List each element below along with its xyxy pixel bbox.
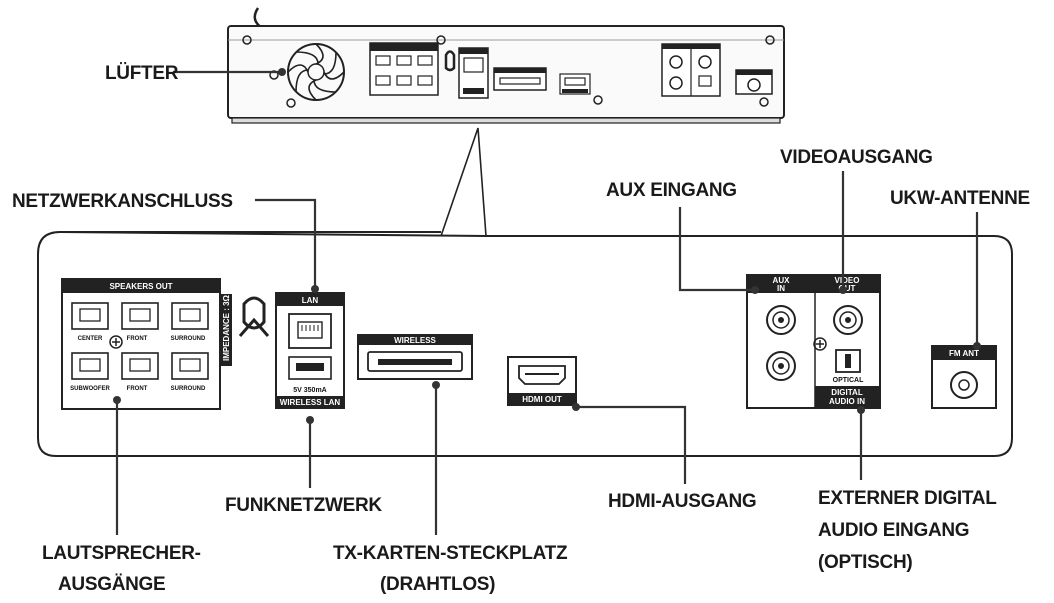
video-out-label-line1: VIDEO: [835, 276, 860, 285]
subwoofer-label: SUBWOOFER: [70, 386, 110, 392]
ethernet-port-icon: [288, 313, 332, 349]
hdmi-mini: [559, 73, 591, 95]
hdmi-out-port: HDMI OUT: [507, 356, 577, 406]
zoom-wedge: [440, 127, 487, 237]
front-left-label: FRONT: [127, 386, 148, 392]
main-unit-rear-view: [227, 7, 785, 124]
power-rating-label: 5V 350mA: [293, 387, 326, 394]
fan-icon: [287, 43, 345, 101]
hdmi-out-label: HDMI OUT: [522, 395, 562, 404]
aux-in-label-line1: AUX: [773, 276, 791, 285]
mounting-screw-icon: [109, 335, 123, 349]
speaker-out-callout-line1: LAUTSPRECHER-: [42, 543, 201, 564]
network-port-callout: NETZWERKANSCHLUSS: [12, 191, 233, 212]
tx-card-callout-line1: TX-KARTEN-STECKPLATZ: [333, 543, 568, 564]
aux-video-optical-block: AUX IN VIDEO OUT OPTICAL DIGITAL A: [746, 274, 881, 409]
wireless-lan-label: WIRELESS LAN: [280, 398, 341, 407]
tx-card-callout-line2: (DRAHTLOS): [380, 574, 495, 595]
fm-ant-mini: [735, 69, 773, 95]
optical-port-icon: [835, 349, 861, 373]
speakers-out-mini: [369, 42, 439, 96]
speaker-out-callout-line2: AUSGÄNGE: [58, 574, 165, 595]
wireless-card-slot: WIRELESS: [357, 334, 473, 380]
hdmi-port-icon: [518, 365, 566, 385]
speakers-out-label: SPEAKERS OUT: [109, 282, 172, 291]
fm-ant-label: FM ANT: [949, 349, 979, 358]
video-out-callout: VIDEOAUSGANG: [780, 147, 933, 168]
surround-right-label: SURROUND: [171, 336, 206, 342]
fm-antenna-callout: UKW-ANTENNE: [890, 188, 1030, 209]
digital-audio-in-label-line2: AUDIO IN: [829, 397, 865, 406]
digital-audio-in-label-line1: DIGITAL: [831, 388, 863, 397]
optical-label: OPTICAL: [833, 377, 864, 384]
callout-labels: LÜFTER NETZWERKANSCHLUSS AUX EINGANG VID…: [12, 63, 1030, 595]
digital-audio-callout-line2: AUDIO EINGANG: [818, 520, 969, 541]
digital-audio-callout-line1: EXTERNER DIGITAL: [818, 488, 997, 509]
aux-in-label-line2: IN: [777, 284, 785, 293]
lan-mini: [458, 47, 489, 99]
screw-icons: [242, 35, 775, 108]
speakers-out-terminal: SPEAKERS OUT CENTER FRONT SURROUND SUBWO…: [61, 278, 232, 410]
coax-jack-icon: [950, 371, 978, 399]
enlarged-panel-outline: [37, 230, 1013, 457]
center-label: CENTER: [78, 336, 103, 342]
lan-label: LAN: [302, 296, 319, 305]
wireless-slot-mini: [493, 67, 547, 91]
usb-port-icon: [288, 356, 332, 380]
digital-audio-callout-line3: (OPTISCH): [818, 552, 912, 573]
surround-left-label: SURROUND: [171, 386, 206, 392]
ferrite-core-icon: [238, 296, 270, 337]
fm-antenna-jack: FM ANT: [931, 345, 997, 409]
hdmi-out-callout: HDMI-AUSGANG: [608, 491, 756, 512]
video-out-label-line2: OUT: [839, 284, 856, 293]
leader-lines: [113, 68, 981, 535]
fan-callout: LÜFTER: [105, 63, 179, 84]
ferrite-core-mini: [444, 50, 456, 72]
wireless-label: WIRELESS: [394, 336, 436, 345]
video-out-rca-jack: [833, 305, 863, 335]
lan-port-block: LAN 5V 350mA WIRELESS LAN: [275, 292, 345, 409]
aux-rca-jacks: [766, 305, 796, 381]
wireless-network-callout: FUNKNETZWERK: [225, 495, 382, 516]
front-right-label: FRONT: [127, 336, 148, 342]
impedance-label: IMPEDANCE : 3Ω: [222, 294, 231, 361]
mounting-screw-icon: [813, 337, 827, 351]
aux-in-callout: AUX EINGANG: [606, 180, 737, 201]
aux-video-mini: [661, 43, 721, 97]
